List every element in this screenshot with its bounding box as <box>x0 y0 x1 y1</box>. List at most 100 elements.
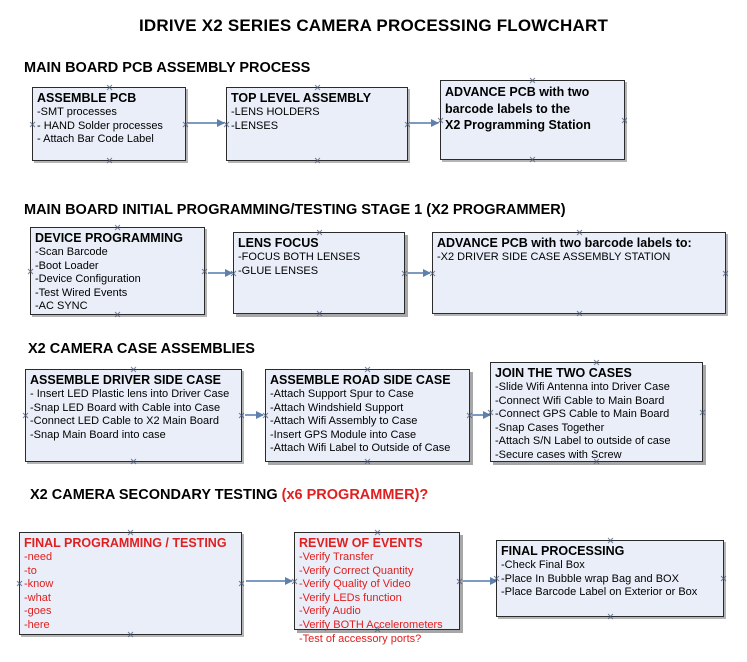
connection-point-north <box>314 84 321 91</box>
section-title-main-board-initial-programming: MAIN BOARD INITIAL PROGRAMMING/TESTING S… <box>24 202 566 218</box>
connection-point-south <box>314 157 321 164</box>
node-line: -AC SYNC <box>35 300 88 313</box>
connection-point-north <box>114 224 121 231</box>
node-top-level-assembly[interactable]: TOP LEVEL ASSEMBLY -LENS HOLDERS -LENSES <box>226 87 408 161</box>
section-title-x2-camera-case-assemblies: X2 CAMERA CASE ASSEMBLIES <box>28 341 255 357</box>
node-line: - HAND Solder processes <box>37 119 163 132</box>
node-line: -Snap LED Board with Cable into Case <box>30 401 221 414</box>
connection-point-north <box>529 77 536 84</box>
node-final-processing[interactable]: FINAL PROCESSING -Check Final Box -Place… <box>496 540 724 617</box>
node-advance-pcb-programming-station[interactable]: ADVANCE PCB with two barcode labels to t… <box>440 80 625 160</box>
node-line: barcode labels to the <box>445 102 571 116</box>
arrow-road-side-to-join-cases <box>472 410 491 419</box>
node-join-the-two-cases[interactable]: JOIN THE TWO CASES -Slide Wifi Antenna i… <box>490 362 703 462</box>
node-line: -FOCUS BOTH LENSES <box>238 251 361 263</box>
connection-point-north <box>593 359 600 366</box>
node-line: -Verify Correct Quantity <box>299 564 414 577</box>
connection-point-north <box>316 229 323 236</box>
node-line: -here <box>24 618 50 631</box>
node-line: -what <box>24 591 51 604</box>
connection-point-east <box>722 270 729 277</box>
node-device-programming[interactable]: DEVICE PROGRAMMING -Scan Barcode -Boot L… <box>30 227 205 315</box>
node-heading: ADVANCE PCB with two barcode labels to: <box>437 236 692 250</box>
node-line: -Boot Loader <box>35 259 99 272</box>
arrow-final-programming-to-review-of-events <box>246 576 293 585</box>
node-lens-focus[interactable]: LENS FOCUS -FOCUS BOTH LENSES -GLUE LENS… <box>233 232 405 314</box>
arrow-review-of-events-to-final-processing <box>463 576 498 585</box>
connection-point-south <box>576 310 583 317</box>
node-final-programming-testing[interactable]: FINAL PROGRAMMING / TESTING -need -to -k… <box>19 532 242 635</box>
connection-point-east <box>201 268 208 275</box>
node-line: -Verify Transfer <box>299 551 374 563</box>
connection-point-east <box>238 580 245 587</box>
node-line: -Test Wired Events <box>35 286 128 299</box>
connection-point-east <box>456 578 463 585</box>
node-line: -Attach S/N Label to outside of case <box>495 435 671 448</box>
node-heading: TOP LEVEL ASSEMBLY <box>231 91 372 105</box>
connection-point-south <box>364 458 371 465</box>
node-line: -Place Barcode Label on Exterior or Box <box>501 586 698 599</box>
node-line: - Insert LED Plastic lens into Driver Ca… <box>30 388 230 400</box>
node-line: -Secure cases with Screw <box>495 448 622 461</box>
node-line-overflow: -Test of accessory ports? <box>299 632 422 645</box>
node-line: -GLUE LENSES <box>238 264 319 277</box>
node-heading: REVIEW OF EVENTS <box>299 536 423 550</box>
connection-point-west <box>29 121 36 128</box>
node-heading: FINAL PROCESSING <box>501 544 625 558</box>
connection-point-north <box>130 366 137 373</box>
arrow-device-programming-to-lens-focus <box>208 268 233 277</box>
arrow-assemble-pcb-to-top-level-assembly <box>188 118 225 127</box>
node-line: -SMT processes <box>37 106 117 118</box>
node-line: -LENSES <box>231 119 279 132</box>
connection-point-east <box>720 575 727 582</box>
node-advance-pcb-driver-side-case[interactable]: ADVANCE PCB with two barcode labels to: … <box>432 232 726 314</box>
node-heading: ASSEMBLE DRIVER SIDE CASE <box>30 373 222 387</box>
node-line: -Connect GPS Cable to Main Board <box>495 408 670 421</box>
node-line: -Attach Wifi Assembly to Case <box>270 415 418 428</box>
node-line: - Attach Bar Code Label <box>37 133 154 146</box>
node-line: -Snap Cases Together <box>495 421 605 434</box>
section-title-suffix: (x6 PROGRAMMER)? <box>281 487 429 503</box>
connection-point-south <box>130 458 137 465</box>
node-line: -Attach Wifi Label to Outside of Case <box>270 442 451 455</box>
arrow-driver-side-to-road-side <box>245 410 264 419</box>
node-heading: LENS FOCUS <box>238 236 319 250</box>
arrow-top-level-assembly-to-advance-pcb <box>410 118 439 127</box>
node-line: -Scan Barcode <box>35 246 108 258</box>
node-line: -Snap Main Board into case <box>30 428 166 441</box>
node-line: -Place In Bubble wrap Bag and BOX <box>501 572 679 585</box>
node-line: -Verify LEDs function <box>299 591 402 604</box>
connection-point-south <box>607 613 614 620</box>
node-line: -Slide Wifi Antenna into Driver Case <box>495 381 670 393</box>
connection-point-south <box>106 157 113 164</box>
node-line: -Verify Quality of Video <box>299 578 411 591</box>
connection-point-north <box>364 366 371 373</box>
node-assemble-road-side-case[interactable]: ASSEMBLE ROAD SIDE CASE -Attach Support … <box>265 369 470 462</box>
node-review-of-events[interactable]: REVIEW OF EVENTS -Verify Transfer -Verif… <box>294 529 463 645</box>
node-heading: ADVANCE PCB with two <box>445 85 590 99</box>
node-assemble-driver-side-case[interactable]: ASSEMBLE DRIVER SIDE CASE - Insert LED P… <box>25 369 242 462</box>
node-assemble-pcb[interactable]: ASSEMBLE PCB -SMT processes - HAND Solde… <box>32 87 186 161</box>
connection-point-west <box>16 580 23 587</box>
connection-point-north <box>106 84 113 91</box>
node-line: -need <box>24 551 53 563</box>
connection-point-west <box>27 268 34 275</box>
section-title-text: X2 CAMERA SECONDARY TESTING <box>30 487 282 503</box>
connection-point-east <box>699 409 706 416</box>
connection-point-south <box>316 310 323 317</box>
node-heading: DEVICE PROGRAMMING <box>35 231 183 245</box>
node-line: -know <box>24 578 54 591</box>
node-line: -Verify BOTH Accelerometers <box>299 618 443 631</box>
node-line: -LENS HOLDERS <box>231 106 320 118</box>
arrow-lens-focus-to-advance-pcb-driver-side <box>407 268 431 277</box>
node-heading: FINAL PROGRAMMING / TESTING <box>24 536 227 550</box>
connection-point-east <box>621 117 628 124</box>
connection-point-north <box>607 537 614 544</box>
node-line: -Connect LED Cable to X2 Main Board <box>30 415 219 428</box>
node-line: -Attach Support Spur to Case <box>270 388 414 400</box>
node-line: -goes <box>24 605 52 618</box>
node-line: -X2 DRIVER SIDE CASE ASSEMBLY STATION <box>437 251 671 263</box>
node-line: X2 Programming Station <box>445 118 591 132</box>
connection-point-north <box>374 529 381 536</box>
